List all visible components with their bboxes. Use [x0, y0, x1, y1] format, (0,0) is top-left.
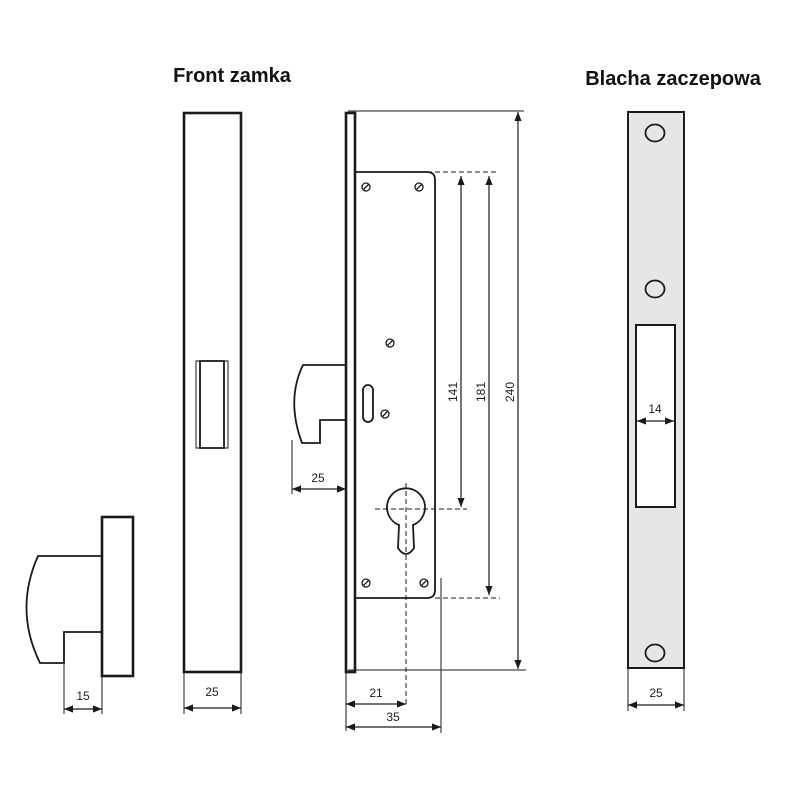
dim-label-strike-25: 25 [649, 686, 663, 700]
lock-body: 141 181 240 25 21 35 [291, 110, 526, 733]
screw-icon [361, 182, 429, 588]
dim-label-15: 15 [76, 689, 90, 703]
dim-label-181: 181 [474, 382, 488, 402]
front-plate: 25 [182, 111, 243, 714]
latch-bolt-side [293, 364, 346, 444]
mounting-hole [644, 643, 666, 663]
latch-side-view: 15 [25, 515, 135, 714]
dim-label-141: 141 [446, 382, 460, 402]
mounting-hole [644, 279, 666, 299]
faceplate [344, 111, 357, 674]
dim-label-240: 240 [503, 382, 517, 402]
front-title: Front zamka [173, 65, 292, 87]
latch-base-plate [100, 515, 135, 678]
strike-plate: 14 25 [627, 111, 685, 711]
follower-slot [362, 384, 374, 423]
dim-label-front-25: 25 [205, 685, 219, 699]
dim-label-latch-25: 25 [311, 471, 325, 485]
strike-opening [635, 324, 676, 508]
dim-label-35: 35 [386, 710, 400, 724]
dim-label-21: 21 [369, 686, 383, 700]
mounting-hole [644, 123, 666, 143]
dim-label-14: 14 [648, 402, 662, 416]
latch-bolt [25, 555, 102, 664]
cylinder-hole [386, 487, 426, 555]
strike-title: Blacha zaczepowa [585, 68, 762, 90]
